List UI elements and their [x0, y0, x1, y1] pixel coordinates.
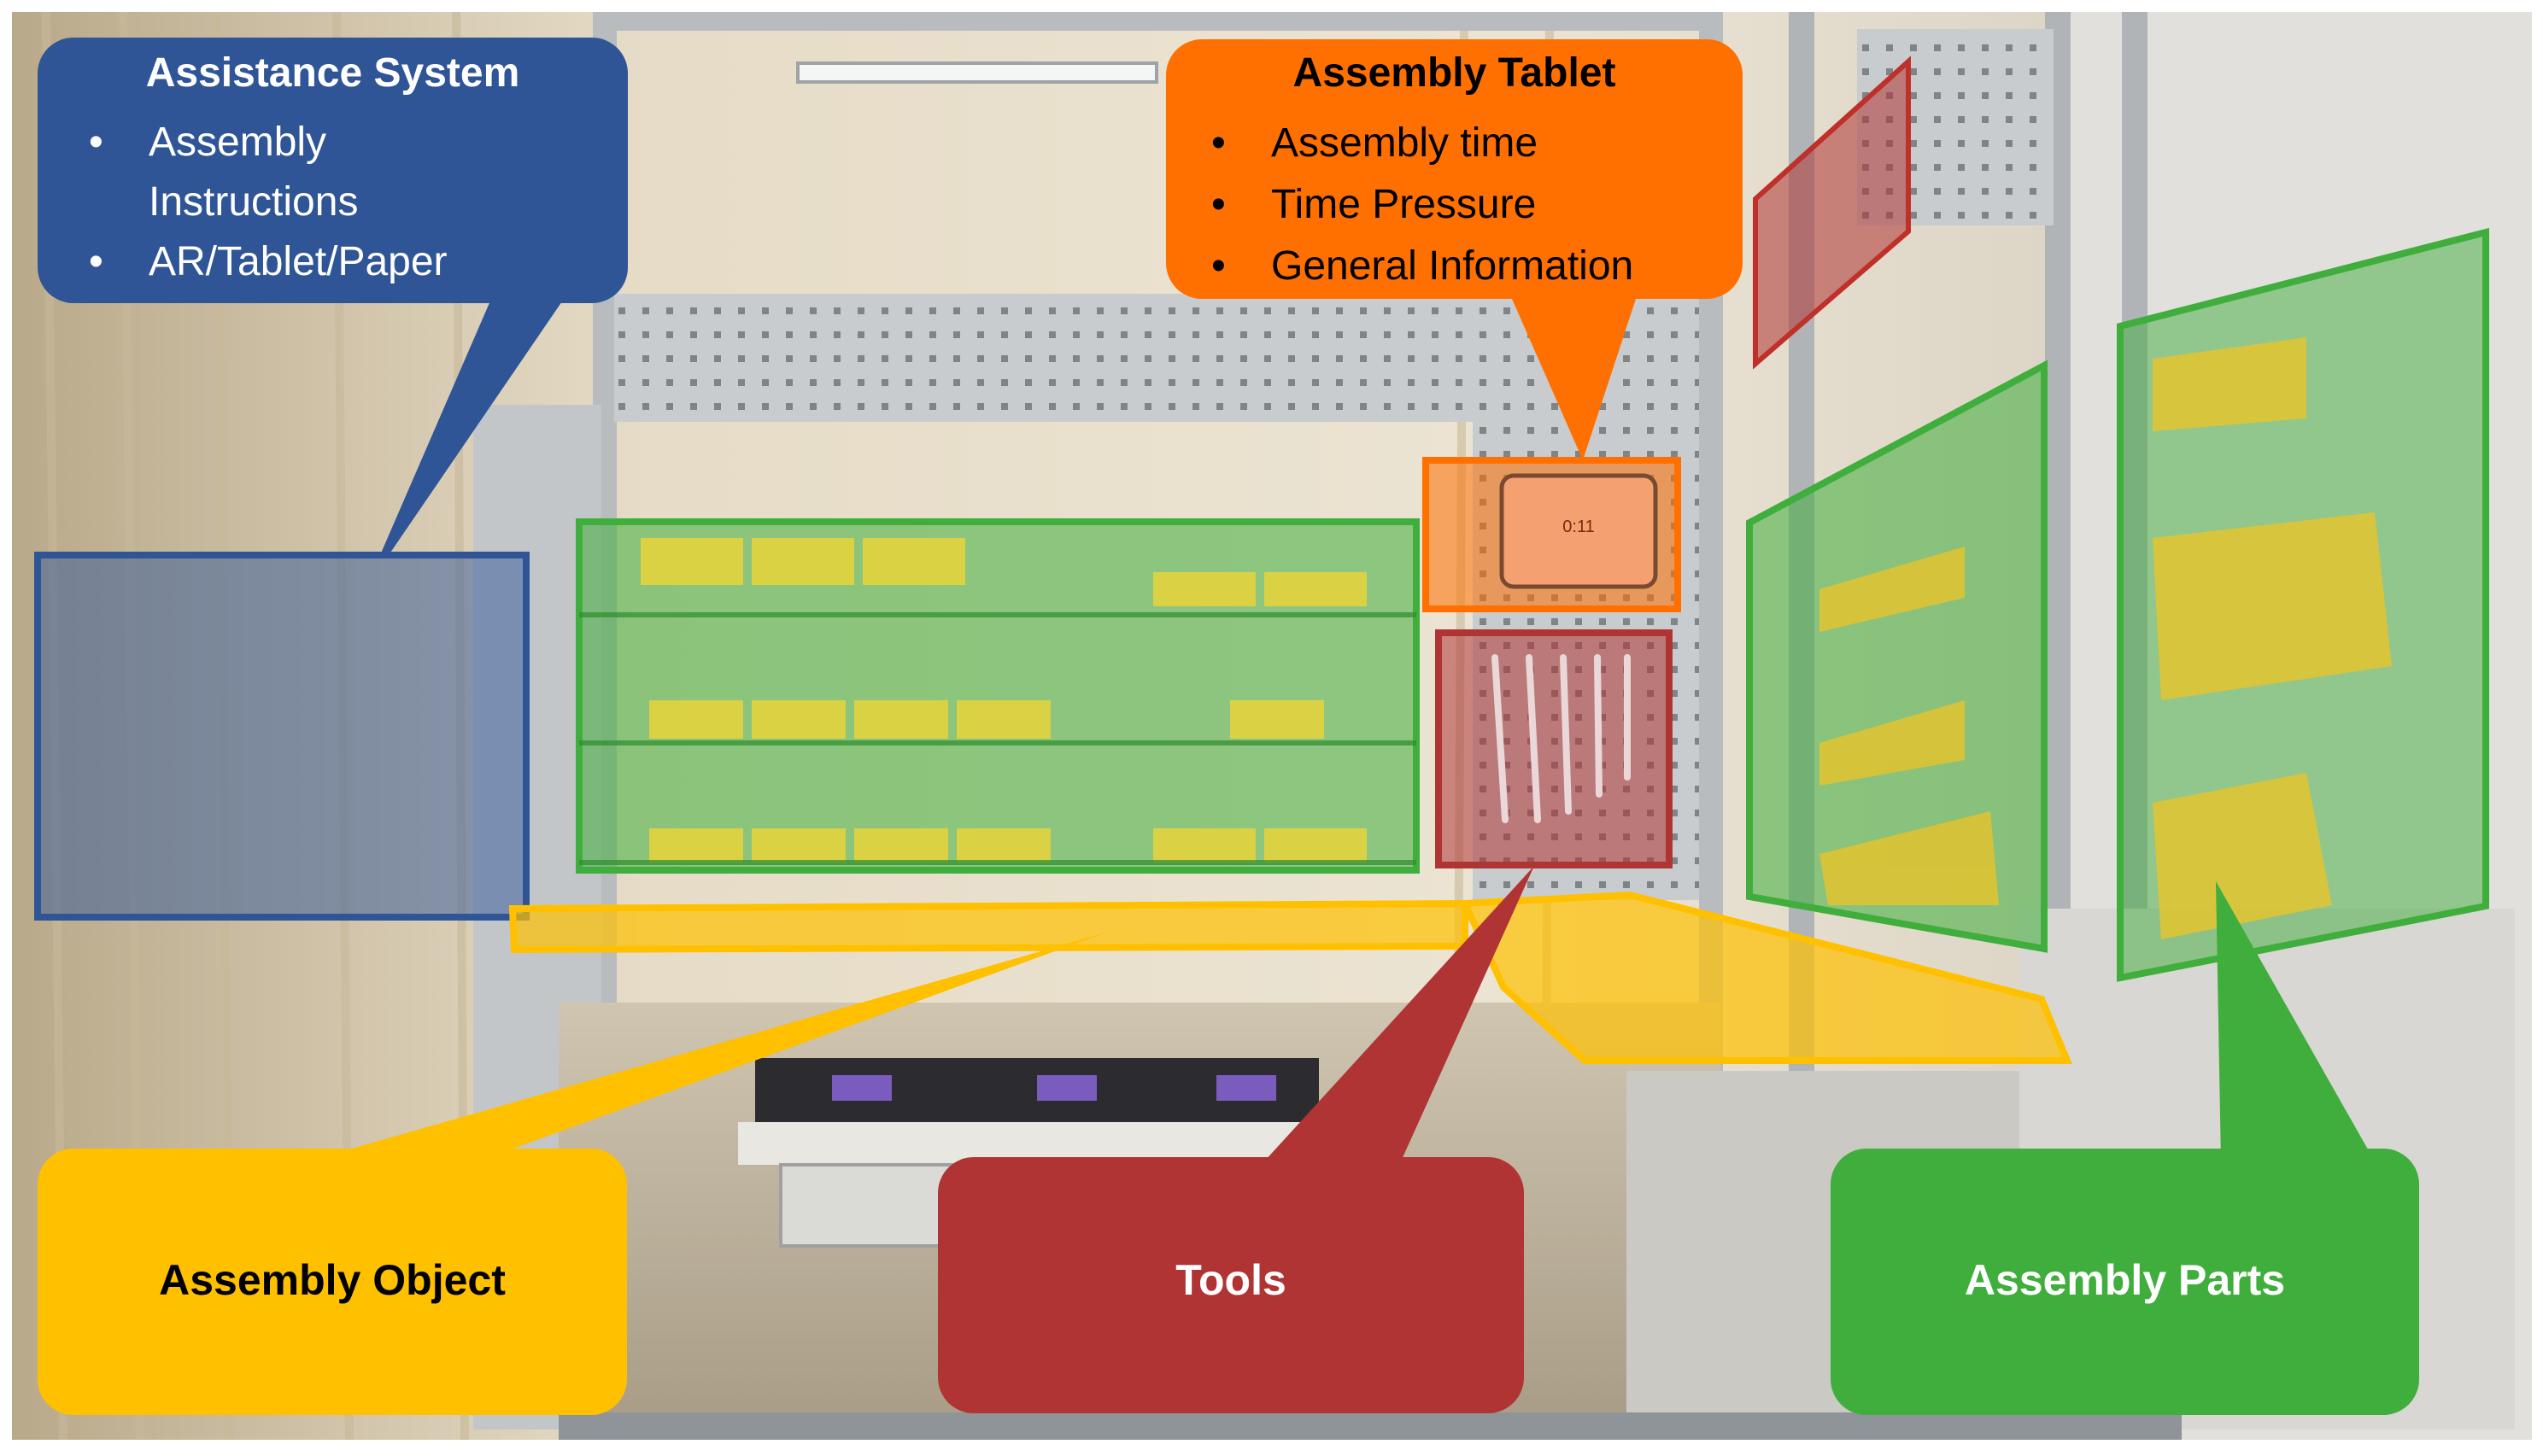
shelf-bins	[641, 538, 1367, 862]
parts-callout	[1831, 1149, 2419, 1415]
rack-bins	[1819, 337, 2392, 939]
tablet-callout-tail	[1512, 299, 1636, 460]
assistance-callout-tail	[380, 299, 564, 555]
tools-callout	[938, 1157, 1524, 1413]
assistance-callout-list: Assembly Instructions AR/Tablet/Paper	[89, 113, 618, 292]
assembly-object-side-area	[1459, 891, 2072, 1064]
tablet-device	[1499, 473, 1658, 589]
wrench-icons	[1491, 654, 1631, 823]
tools-callout-title: Tools	[1175, 1256, 1286, 1304]
tools-callout-tail	[1264, 866, 1534, 1161]
assistance-item-3: AR/Tablet/Paper	[89, 232, 618, 292]
assembly-object-main-area	[508, 899, 1468, 954]
tablet-callout-title: Assembly Tablet	[1292, 50, 1616, 96]
poster-area	[1753, 56, 1911, 370]
shelf-lines	[579, 612, 1416, 865]
parts-side-shelf-area	[1746, 360, 2048, 953]
assistance-area	[34, 552, 530, 921]
parts-callout-title: Assembly Parts	[1964, 1256, 2286, 1304]
object-callout	[38, 1149, 627, 1415]
assistance-item-1: Assembly	[89, 113, 618, 172]
assistance-callout-title: Assistance System	[145, 50, 520, 96]
tablet-item-1: Assembly time	[1211, 113, 1732, 174]
tools-area	[1435, 629, 1673, 868]
assistance-item-2: Instructions	[149, 179, 359, 225]
tablet-callout-list: Assembly time Time Pressure General Info…	[1211, 113, 1732, 297]
tablet-time: 0:11	[1562, 517, 1594, 536]
object-callout-title: Assembly Object	[159, 1256, 506, 1304]
parts-callout-tail	[2216, 881, 2375, 1161]
object-callout-tail	[308, 933, 1106, 1161]
tablet-item-3: General Information	[1211, 236, 1732, 297]
tablet-item-2: Time Pressure	[1211, 174, 1732, 236]
